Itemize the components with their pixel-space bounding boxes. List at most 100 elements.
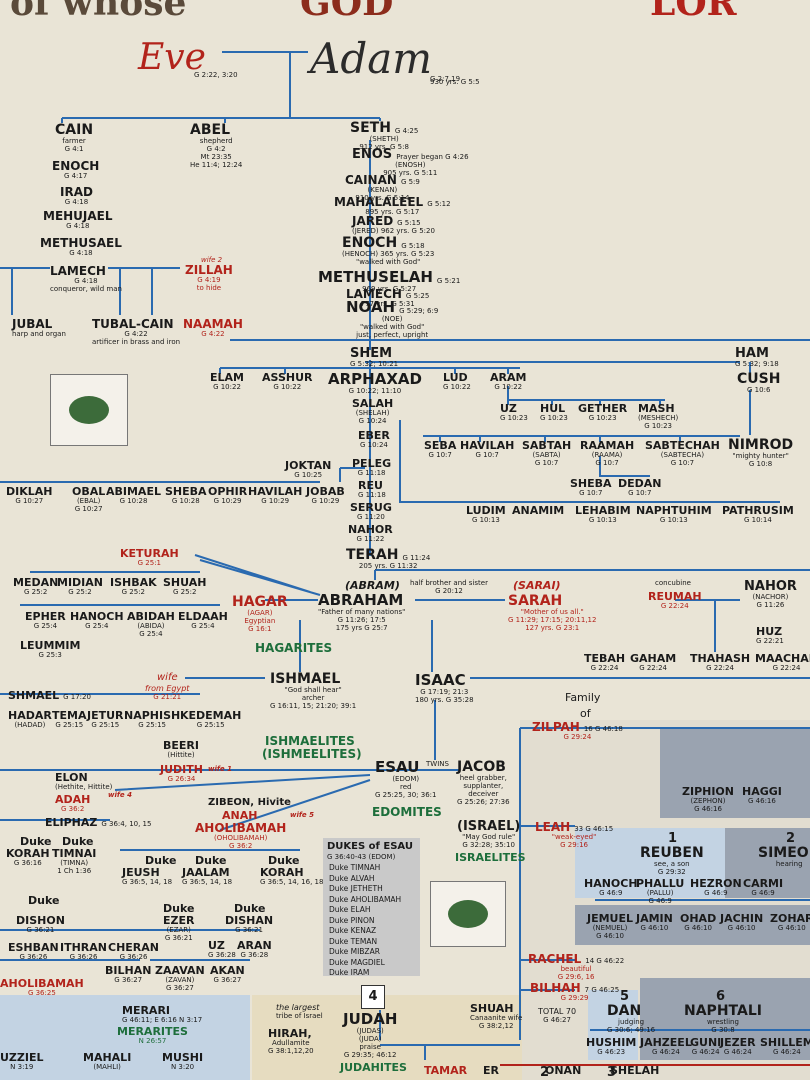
person-note: G 22:21 xyxy=(756,637,784,645)
person-name: ISAAC xyxy=(415,671,466,689)
person-note2: 930 yrs. G 5:5 xyxy=(430,78,480,86)
person-abraham: ABRAHAM"Father of many nations"G 11:26; … xyxy=(318,593,405,632)
edge-label-wife2a: wife 1 xyxy=(208,765,232,773)
person-note4: G 25:26; 27:36 xyxy=(457,798,510,806)
person-name: JEUSH xyxy=(122,866,160,879)
person-name: SETH xyxy=(350,120,391,136)
person-note: (EZAR) xyxy=(166,926,191,934)
header-fragment-mid: GOD xyxy=(300,0,394,24)
person-name: NOAH xyxy=(346,298,396,316)
person-note: Canaanite wife xyxy=(470,1014,523,1022)
person-note: 895 yrs. G 5:17 xyxy=(365,208,420,216)
person-name: JACOB xyxy=(457,759,506,775)
person-note2: G 4:1 xyxy=(64,145,84,153)
person-note: G 21:21 xyxy=(153,693,182,701)
person-note: G 46:9 xyxy=(751,889,775,897)
person-note2: G 10:8 xyxy=(748,460,773,468)
person-name: JOBAB xyxy=(306,485,345,498)
person-note: 969 yrs. G 5:27 xyxy=(362,285,417,293)
person-note: G 10:22 xyxy=(494,383,523,391)
person-name: SHUAH xyxy=(470,1002,514,1015)
person-name: SABTECHAH xyxy=(645,439,720,452)
person-note: G 46:24 xyxy=(772,1048,801,1056)
person-note: G 10:6 xyxy=(747,386,771,394)
edge-label-num6: 6 xyxy=(716,989,726,1004)
person-name: MASH xyxy=(638,402,675,415)
person-note: "mighty hunter" xyxy=(732,452,789,460)
person-note: wrestling xyxy=(707,1018,739,1026)
person-note2: G 11:29; 17:15; 20:11,12 xyxy=(508,616,597,624)
duke-item: Duke ELAH xyxy=(329,905,371,914)
person-name: ZILPAH xyxy=(532,720,580,734)
person-note: G 2:22, 3:20 xyxy=(194,71,238,79)
person-ref: G 11:24 xyxy=(402,554,431,562)
person-note: G 29:24 xyxy=(563,733,592,741)
person-name: LEUMMIM xyxy=(20,639,81,652)
person-note2: G 29:16 xyxy=(560,841,588,849)
person-note2: G 36:21 xyxy=(164,934,193,942)
person-name: ISHMAEL xyxy=(270,671,341,687)
person-name: KETURAH xyxy=(120,547,179,560)
person-note2: G 46:16 xyxy=(694,805,722,813)
person-note: beautiful xyxy=(560,965,592,973)
person-note: G 4:22 xyxy=(201,330,225,338)
person-note2: G 46:9 xyxy=(648,897,672,905)
person-name: HAVILAH xyxy=(460,439,515,452)
person-timnai: TIMNAI(TIMNA)1 Ch 1:36 xyxy=(52,848,96,875)
person-duke5: Duke xyxy=(268,855,299,866)
person-obal: OBAL(EBAL)G 10:27 xyxy=(72,486,105,513)
person-name: METHUSAEL xyxy=(40,236,122,250)
person-name: SARAH xyxy=(508,593,563,609)
person-name: Adam xyxy=(310,34,433,83)
person-name: ZIBEON, Hivite xyxy=(208,797,291,808)
person-name: OPHIR xyxy=(208,485,248,498)
person-note: G 22:24 xyxy=(660,602,689,610)
person-tamar: TAMAR xyxy=(424,1065,467,1076)
person-note: G 29:29 xyxy=(560,994,589,1002)
person-name: JEMUEL xyxy=(587,912,634,925)
person-ref: Prayer began G 4:26 xyxy=(396,153,469,161)
person-name: half brother and sister xyxy=(410,579,488,587)
person-name: BILHAN xyxy=(105,964,152,977)
person-name: (ISHMEELITES) xyxy=(262,747,362,761)
person-note: (KENAN) xyxy=(367,186,398,194)
person-concubine: concubine xyxy=(655,580,691,587)
person-note: G 10:24 xyxy=(360,441,388,449)
duke-item: Duke IRAM xyxy=(329,968,370,977)
logo-text: ADAM EVE FAMILY TREE xyxy=(433,885,494,899)
header-fragment-right: LOR xyxy=(650,0,737,24)
person-name: ENOS xyxy=(352,147,393,162)
person-note: G 46:11; E 6:16 N 3:17 xyxy=(122,1016,203,1024)
person-note2: G 29:6, 16 xyxy=(557,973,595,981)
person-name: LEHABIM xyxy=(575,504,631,517)
